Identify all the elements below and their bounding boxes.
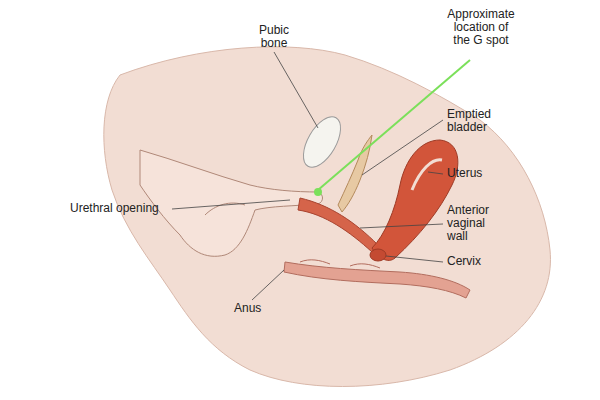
hand — [140, 150, 323, 256]
vaginal-canal — [298, 198, 378, 252]
g-spot-dot — [314, 188, 322, 196]
leader-line — [252, 270, 284, 300]
part-label: Anus — [234, 302, 274, 315]
uterine-cavity — [412, 160, 442, 190]
part-label: Emptied bladder — [447, 108, 499, 134]
leader-line — [362, 120, 443, 175]
part-label: Cervix — [447, 255, 507, 268]
leader-line — [274, 52, 318, 128]
leader-line — [428, 172, 443, 174]
cervix — [370, 249, 386, 261]
emptied-bladder — [338, 135, 372, 212]
part-label: Anterior vaginal wall — [447, 204, 499, 243]
uterus — [372, 140, 458, 260]
part-label: Uterus — [447, 167, 507, 180]
part-label: Pubic bone — [252, 24, 296, 50]
part-label: Approximate location of the G spot — [444, 8, 518, 47]
pubic-bone — [296, 111, 348, 173]
rectum-folds — [300, 260, 380, 268]
part-label: Urethral opening — [70, 202, 180, 215]
body-silhouette — [104, 47, 551, 387]
leader-line — [172, 200, 290, 209]
leader-line — [386, 256, 443, 262]
leader-line — [360, 224, 443, 228]
